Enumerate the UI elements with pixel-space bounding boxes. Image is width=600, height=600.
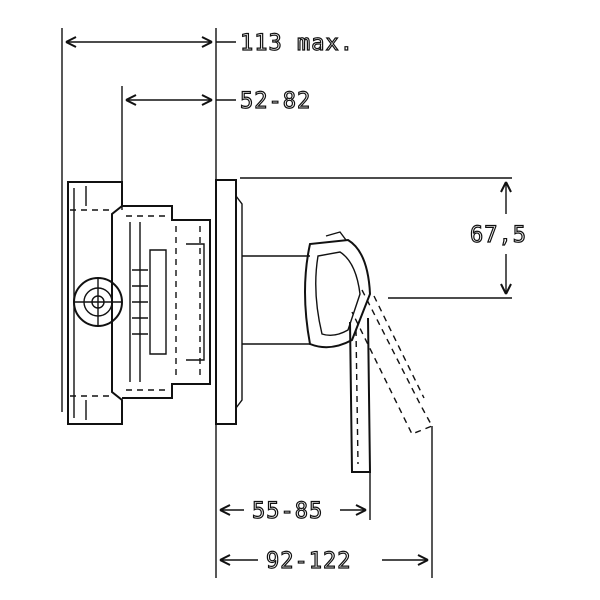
valve-body <box>67 181 211 425</box>
dimension-overall-width: 113 max. <box>61 28 354 412</box>
wall-plate <box>215 179 243 578</box>
dimension-body-range: 52-82 <box>121 86 311 210</box>
height-label: 67,5 <box>470 223 527 248</box>
overall-width-label: 113 max. <box>240 31 354 56</box>
dimension-lever-reach: 92-122 <box>219 426 433 578</box>
lever-offset-label: 55-85 <box>252 499 323 524</box>
body-range-label: 52-82 <box>240 89 311 114</box>
dimension-lever-offset: 55-85 <box>219 472 371 525</box>
lever-reach-label: 92-122 <box>266 549 351 574</box>
lever-handle <box>242 231 433 473</box>
dimension-height: 67,5 <box>240 177 527 299</box>
